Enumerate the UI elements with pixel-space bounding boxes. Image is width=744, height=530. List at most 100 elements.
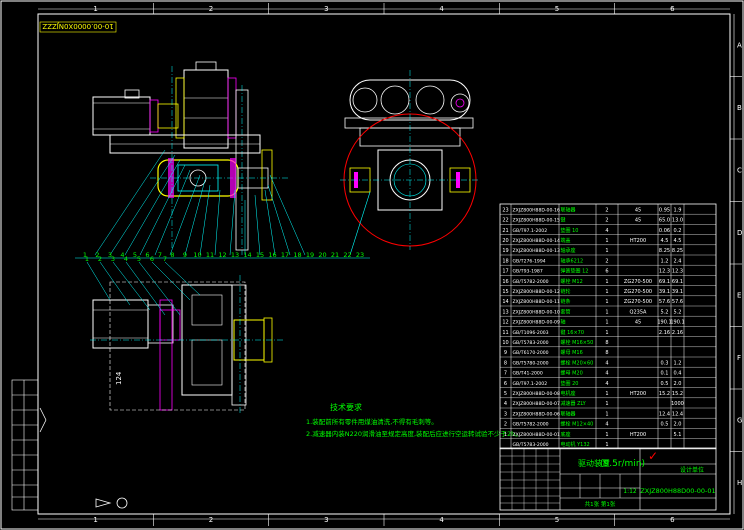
bom-cell-mat: ZG270-500 [624,289,652,295]
bom-cell-qty: 4 [605,381,608,387]
bom-cell-no: 3 [504,411,507,417]
part-balloon: 11 [206,251,214,259]
part-balloon: 17 [281,251,289,259]
bom-cell-qty: 4 [605,422,608,428]
bom-cell-w1: 39.1 [659,289,670,295]
tech-req-title: 技术要求 [330,402,362,412]
bom-cell-qty: 1 [605,411,608,417]
part-balloon: 20 [318,251,326,259]
bom-cell-w1: 0.3 [661,360,669,366]
bom-cell-w1: 0.1 [661,371,669,377]
column-label: 1 [93,516,97,524]
bom-cell-name: 弹簧垫圈 12 [561,268,589,275]
column-label: 5 [555,516,559,524]
row-label: F [737,354,741,362]
row-label: B [737,104,742,112]
part-balloon: 7 [163,255,167,263]
bom-cell-mat: 45 [635,207,641,213]
bom-cell-code: ZXJZ800H88D-00-01 [513,432,560,438]
bom-cell-code: GB/T41-2000 [513,371,543,377]
bom-cell-name: 键 16×70 [561,329,585,336]
bom-cell-w1: 69.1 [659,279,670,285]
column-label: 5 [555,5,559,13]
bom-cell-qty: 2 [605,258,608,264]
bom-cell-name: 减速器 ZLY [561,400,587,407]
bom-cell-code: ZXJZ800H88D-00-10 [513,309,560,315]
bom-cell-qty: 8 [605,340,608,346]
bom-cell-w1: 12.3 [659,269,670,275]
bom-cell-code: GB/T97.1-2002 [513,228,548,234]
title-name: 驱动装置 [578,458,610,468]
bom-cell-name: 垫圈 20 [561,380,579,387]
bom-cell-w1: 0.95 [659,207,670,213]
row-label: G [737,416,742,424]
column-label: 1 [93,5,97,13]
bom-cell-qty: 1 [605,248,608,254]
company-name: 设计单位 [680,466,704,474]
bom-cell-no: 6 [504,381,507,387]
bom-cell-qty: 1 [605,279,608,285]
bom-cell-no: 20 [502,238,508,244]
bom-cell-code: ZXJZ800H88D-00-08 [513,391,560,397]
bom-cell-w2: 12.3 [672,269,683,275]
part-balloon: 16 [268,251,276,259]
bom-cell-no: 13 [502,309,508,315]
bom-cell-name: 螺母 M16 [561,349,583,356]
drawing-scale: 1:12 [623,488,637,495]
bom-cell-no: 14 [502,299,508,305]
projection-symbol [95,498,112,508]
bom-cell-qty: 4 [605,360,608,366]
part-balloon: 4 [124,255,128,263]
part-balloon: 21 [331,251,339,259]
bom-cell-qty: 1 [605,432,608,438]
part-balloon: 14 [243,251,251,259]
bom-cell-no: 18 [502,258,508,264]
bom-cell-mat: ZG270-500 [624,299,652,305]
bom-cell-w2: 2.4 [674,258,682,264]
row-label: E [737,291,741,299]
bom-cell-code: ZXJZ800H88D-00-13 [513,248,560,254]
motor-body [92,96,151,136]
bom-cell-w2: 1.2 [674,360,682,366]
sheet-info: 共1张 第1张 [585,500,616,508]
column-label: 3 [324,516,328,524]
bom-cell-code: GB/T5782-2000 [513,422,549,428]
coupling [157,103,179,129]
front-view [92,61,290,255]
bom-cell-code: GB/T5783-2000 [513,442,549,448]
part-balloon: 1 [85,255,89,263]
part-balloon: 6 [145,251,149,259]
bom-cell-name: 底座 [561,431,571,438]
bom-cell-w1: 8.25 [659,248,670,254]
bom-cell-no: 7 [504,371,507,377]
bom-cell-w2: 0.4 [674,371,682,377]
bom-cell-no: 4 [504,401,507,407]
technical-requirements: 技术要求 1.装配前所有零件用煤油清洗,不得有毛刺等。 2.减速器内装N220润… [306,402,522,438]
row-label: D [737,229,742,237]
column-label: 2 [209,516,213,524]
bom-cell-name: 螺栓 M20×60 [561,359,594,366]
part-balloon: 3 [111,255,115,263]
bom-cell-code: GB/T5783-2000 [513,340,549,346]
part-balloon: 7 [158,251,162,259]
title-speed: (9.5r/min) [600,459,645,469]
bom-cell-mat: 45 [635,320,641,326]
bom-cell-name: 垫圈 10 [561,227,579,234]
column-label: 4 [439,5,444,13]
bom-cell-code: GB/T5780-2000 [513,360,549,366]
bom-cell-qty: 1 [605,238,608,244]
bom-cell-mat: Q235A [630,309,647,315]
bom-cell-no: 2 [504,422,507,428]
bom-cell-w2: 4.5 [674,238,682,244]
column-label: 6 [670,516,675,524]
bom-cell-code: GB/T276-1994 [513,258,546,264]
bom-cell-qty: 1 [605,289,608,295]
bom-cell-mat: HT200 [630,432,646,438]
tech-req-line-1: 1.装配前所有零件用煤油清洗,不得有毛刺等。 [306,417,438,426]
bom-cell-qty: 1 [605,330,608,336]
part-balloon: 3 [108,251,112,259]
